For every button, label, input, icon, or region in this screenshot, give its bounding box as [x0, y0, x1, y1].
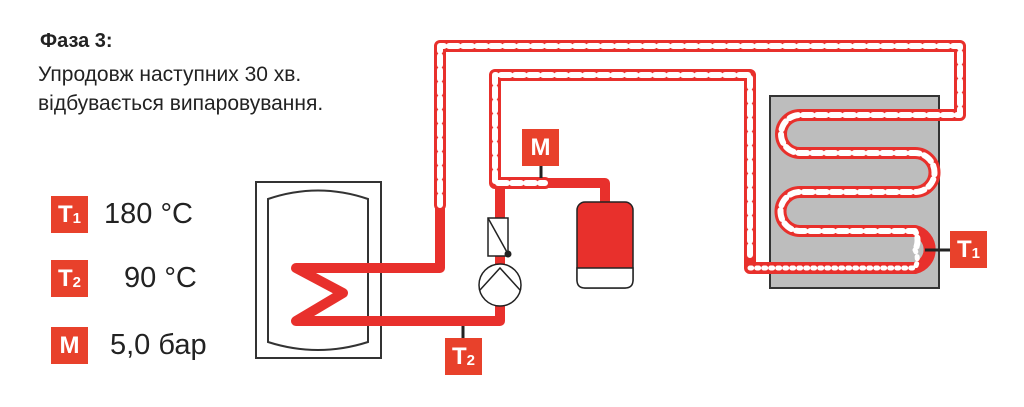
- legend-m: M 5,0 бар: [51, 327, 207, 364]
- pump-icon: [478, 263, 522, 307]
- m-badge: M: [51, 327, 88, 364]
- liquid-pipes: [291, 178, 610, 326]
- phase-description: Упродовж наступних 30 хв. відбувається в…: [38, 60, 323, 118]
- check-valve: [487, 217, 512, 258]
- pressure-gauge-badge: M: [522, 129, 559, 166]
- expansion-vessel: [576, 201, 634, 289]
- t2-value: 90 °C: [124, 262, 197, 294]
- description-line-2: відбувається випаровування.: [38, 92, 324, 115]
- phase-title: Фаза 3:: [40, 30, 113, 52]
- t1-value: 180 °C: [104, 198, 193, 230]
- m-value: 5,0 бар: [110, 329, 207, 361]
- steam-pipes: [434, 40, 966, 274]
- description-line-1: Упродовж наступних 30 хв.: [38, 63, 302, 86]
